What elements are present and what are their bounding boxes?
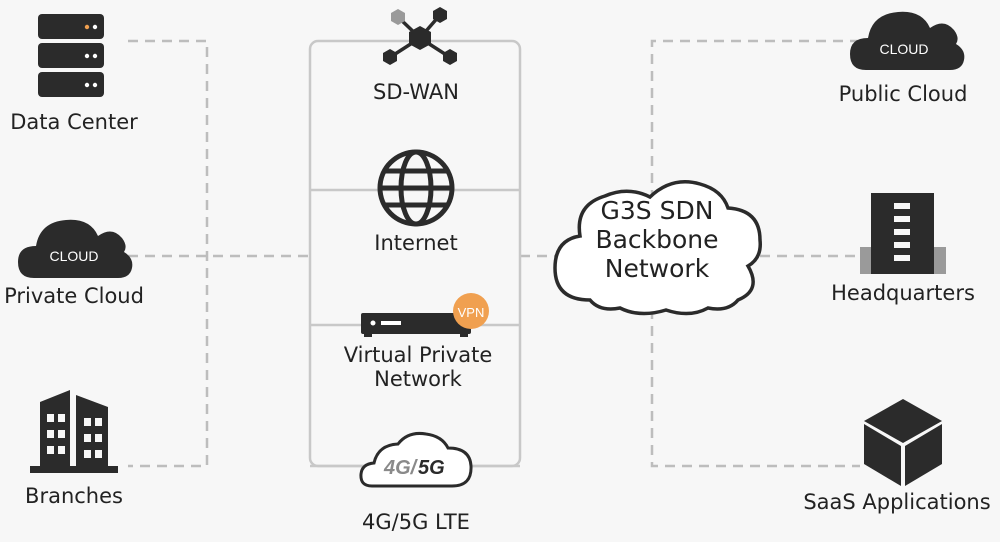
lte-cloud-icon: 4G/ 5G	[359, 432, 473, 488]
label-private-cloud: Private Cloud	[4, 284, 144, 308]
core-label-line2: Backbone	[595, 224, 719, 254]
label-sdwan: SD-WAN	[373, 80, 459, 104]
lte-badge-5g: 5G	[418, 457, 445, 479]
vpn-badge-label: VPN	[458, 305, 485, 320]
server-icon	[38, 14, 104, 97]
label-data-center: Data Center	[10, 110, 138, 134]
label-vpn-line2: Network	[374, 367, 462, 392]
label-public-cloud: Public Cloud	[838, 82, 968, 106]
private-cloud-icon: CLOUD	[18, 219, 133, 278]
vpn-badge: VPN	[453, 293, 489, 329]
right-connectors	[520, 39, 860, 468]
label-internet: Internet	[374, 231, 458, 255]
label-vpn: Virtual Private Network	[344, 343, 493, 391]
label-headquarters: Headquarters	[831, 281, 975, 305]
public-cloud-badge: CLOUD	[879, 41, 928, 57]
label-branches: Branches	[25, 484, 123, 508]
left-connectors	[128, 39, 310, 468]
branches-icon	[30, 390, 118, 473]
connector-public-saas	[650, 39, 860, 468]
public-cloud-icon: CLOUD	[850, 11, 965, 71]
headquarters-icon	[860, 193, 946, 274]
core-label-line3: Network	[604, 253, 710, 283]
cube-icon	[864, 399, 942, 486]
label-lte: 4G/5G LTE	[362, 510, 470, 534]
globe-icon	[377, 149, 455, 227]
label-saas: SaaS Applications	[803, 490, 991, 514]
lte-badge-4g: 4G/	[383, 457, 419, 479]
core-cloud-shape	[553, 180, 762, 316]
private-cloud-badge: CLOUD	[49, 248, 98, 264]
core-label: G3S SDN Backbone Network	[595, 196, 719, 283]
label-vpn-line1: Virtual Private	[343, 343, 493, 367]
connector-datacenter-branches	[128, 39, 209, 468]
sdwan-icon	[383, 7, 457, 65]
vpn-device-icon	[361, 313, 471, 337]
core-label-line1: G3S SDN	[600, 196, 714, 225]
